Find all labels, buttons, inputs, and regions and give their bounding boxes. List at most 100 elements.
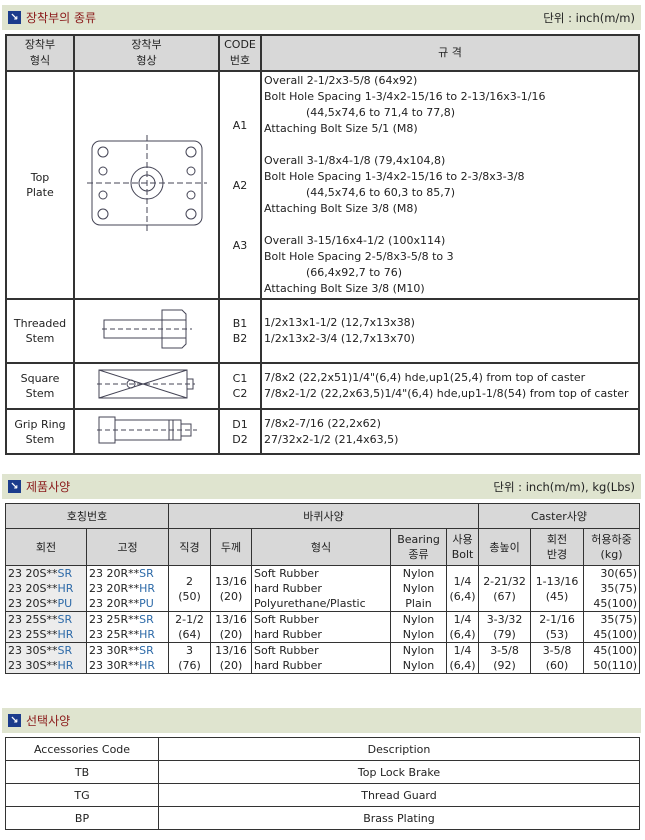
accessory-code: BP (5, 806, 159, 830)
model-number: 23 25R**SR (89, 612, 166, 627)
grip-ring-stem-icon (96, 416, 197, 450)
swivel-radius: 3-5/8 (60) (530, 642, 585, 674)
mount-shape (73, 362, 220, 410)
model-prefix: 23 25S** (8, 613, 58, 626)
bolt-size: 1/4 (6,4) (446, 565, 480, 612)
column-header: Accessories Code (5, 737, 159, 761)
column-header: Bearing 종류 (390, 528, 448, 566)
section-header-options: ↘선택사양 (2, 708, 641, 733)
load-item: 45(100) (593, 597, 637, 610)
column-header: 총높이 (478, 528, 532, 566)
column-header: Description (158, 737, 640, 761)
model-suffix: PU (139, 597, 154, 610)
load-item: 35(75) (600, 613, 637, 626)
model-suffix: SR (57, 567, 73, 580)
model-number: 23 20S**PU (8, 596, 84, 611)
mount-type: Threaded Stem (5, 298, 75, 364)
wheel-type-item: Soft Rubber (254, 613, 319, 626)
load-item: 35(75) (600, 582, 637, 595)
spec-line: Overall 3-1/8x4-1/8 (79,4x104,8) (264, 154, 446, 167)
model-suffix: PU (57, 597, 73, 610)
accessory-code: TG (5, 783, 159, 807)
model-number: 23 20S**HR (8, 581, 84, 596)
column-header: 규 격 (260, 34, 640, 72)
load-item: 50(110) (593, 659, 637, 672)
wheel-type-item: Soft Rubber (254, 644, 319, 657)
group-header: 호칭번호 (4, 503, 170, 529)
wheel-type-item: hard Rubber (254, 582, 322, 595)
model-prefix: 23 20R** (89, 567, 140, 580)
spec-line: Attaching Bolt Size 3/8 (M10) (264, 282, 425, 295)
group-header: Caster사양 (478, 503, 640, 529)
code: B1 B2 (218, 298, 262, 364)
spec-line (264, 217, 636, 233)
model-suffix: SR (57, 613, 73, 626)
code: D1 D2 (218, 408, 262, 455)
wheel-type-item: Soft Rubber (254, 567, 319, 580)
wheel-diameter: 2-1/2 (64) (168, 611, 212, 643)
model-number: 23 20R**HR (89, 581, 166, 596)
arrow-icon: ↘ (8, 480, 21, 493)
model-suffix: SR (139, 567, 154, 580)
model-prefix: 23 20R** (89, 597, 140, 610)
model-number: 23 25S**SR (8, 612, 84, 627)
load-capacity: 30(65) 35(75) 45(100) (583, 565, 640, 612)
load-item: 45(100) (593, 628, 637, 641)
load-item: 30(65) (600, 567, 637, 580)
swivel-radius: 1-13/16 (45) (530, 565, 585, 612)
square-stem-icon (96, 369, 197, 404)
spec-line: (44,5x74,6 to 71,4 to 77,8) (264, 106, 456, 119)
bearing-item: Nylon (402, 582, 435, 595)
column-header: 고정 (85, 528, 170, 566)
model-prefix: 23 25R** (89, 628, 140, 641)
unit-label: 단위 : inch(m/m) (543, 10, 635, 25)
model-suffix: HR (139, 659, 156, 672)
load-item: 45(100) (593, 644, 637, 657)
section-header-product-specs: ↘제품사양 단위 : inch(m/m), kg(Lbs) (2, 474, 641, 499)
accessory-description: Brass Plating (158, 806, 640, 830)
model-suffix: SR (139, 613, 154, 626)
model-suffix: HR (57, 659, 74, 672)
model-number: 23 25S**HR (8, 627, 84, 642)
spec-line: 7/8x2-1/2 (22,2x63,5)1/4"(6,4) hde,up1-1… (264, 387, 629, 400)
bolt-size: 1/4 (6,4) (446, 611, 480, 643)
mount-type: Grip Ring Stem (5, 408, 75, 455)
column-header: 회전 (5, 528, 87, 566)
accessory-description: Thread Guard (158, 783, 640, 807)
spec: 1/2x13x1-1/2 (12,7x13x38)1/2x13x2-3/4 (1… (260, 298, 640, 364)
spec-line: 1/2x13x2-3/4 (12,7x13x70) (264, 332, 415, 345)
wheel-width: 13/16 (20) (210, 565, 253, 612)
mount-shape (73, 408, 220, 455)
model-suffix: HR (139, 628, 156, 641)
spec-line: (44,5x74,6 to 60,3 to 85,7) (264, 186, 456, 199)
model-prefix: 23 30R** (89, 644, 140, 657)
spec-line: 27/32x2-1/2 (21,4x63,5) (264, 432, 399, 446)
model-number: 23 20R**SR (89, 566, 166, 581)
spec-line: Attaching Bolt Size 3/8 (M8) (264, 202, 418, 215)
column-header: CODE 번호 (218, 34, 262, 72)
wheel-diameter: 2 (50) (168, 565, 212, 612)
spec-line: Bolt Hole Spacing 1-3/4x2-15/16 to 2-3/8… (264, 170, 525, 183)
model-prefix: 23 25R** (89, 613, 140, 626)
mount-type: Top Plate (5, 70, 75, 300)
model-prefix: 23 30S** (8, 644, 58, 657)
model-number: 23 25R**HR (89, 627, 166, 642)
